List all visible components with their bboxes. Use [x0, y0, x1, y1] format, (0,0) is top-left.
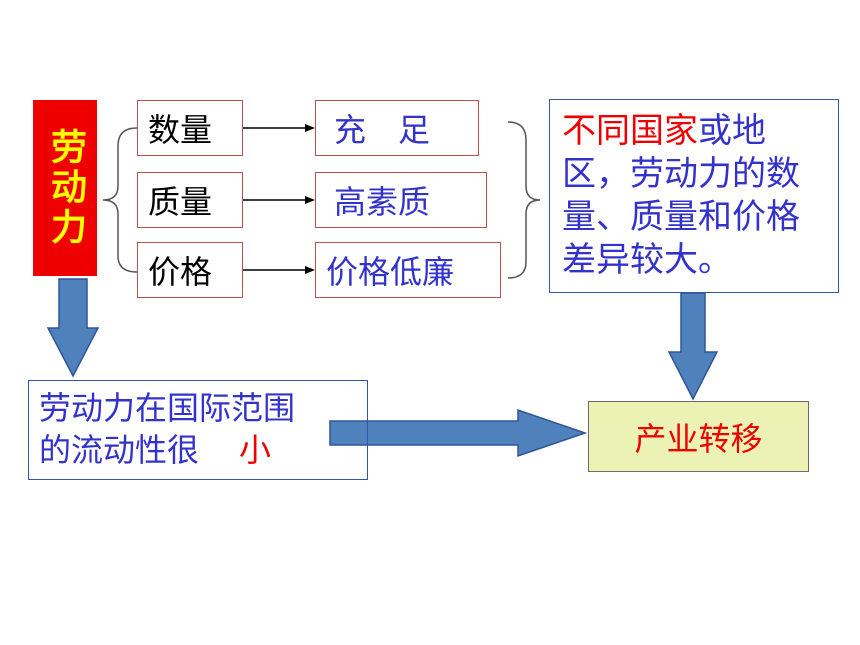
industry-transfer-box: 产业转移: [588, 401, 809, 472]
factor-arrow-1: [243, 124, 315, 132]
factor-quality: 质量: [137, 172, 243, 228]
right-arrow-mobility: [329, 408, 588, 458]
mobility-line2: 的流动性很 小: [39, 429, 361, 471]
mobility-answer: 小: [239, 431, 272, 469]
mobility-line2-prefix: 的流动性很: [39, 431, 200, 469]
labor-box: 劳动力: [33, 100, 97, 276]
difference-text: 或地区，劳动力的数量、质量和价格差异较大。: [562, 111, 800, 280]
mobility-box: 劳动力在国际范围 的流动性很 小: [28, 380, 368, 480]
difference-highlight: 不同国家: [562, 111, 698, 151]
factor-arrow-2: [243, 196, 315, 204]
value-low-price: 价格低廉: [315, 242, 501, 298]
down-arrow-labor: [46, 278, 100, 378]
factor-arrow-3: [243, 266, 315, 274]
value-high-quality: 高素质: [315, 172, 487, 228]
right-brace: [507, 121, 541, 279]
down-arrow-difference: [667, 292, 719, 401]
value-abundant: 充 足: [315, 100, 479, 156]
factor-quantity: 数量: [137, 100, 243, 156]
difference-box: 不同国家或地区，劳动力的数量、质量和价格差异较大。: [549, 99, 839, 293]
mobility-line1: 劳动力在国际范围: [39, 389, 296, 427]
factor-price: 价格: [137, 242, 243, 298]
left-brace: [102, 127, 138, 273]
